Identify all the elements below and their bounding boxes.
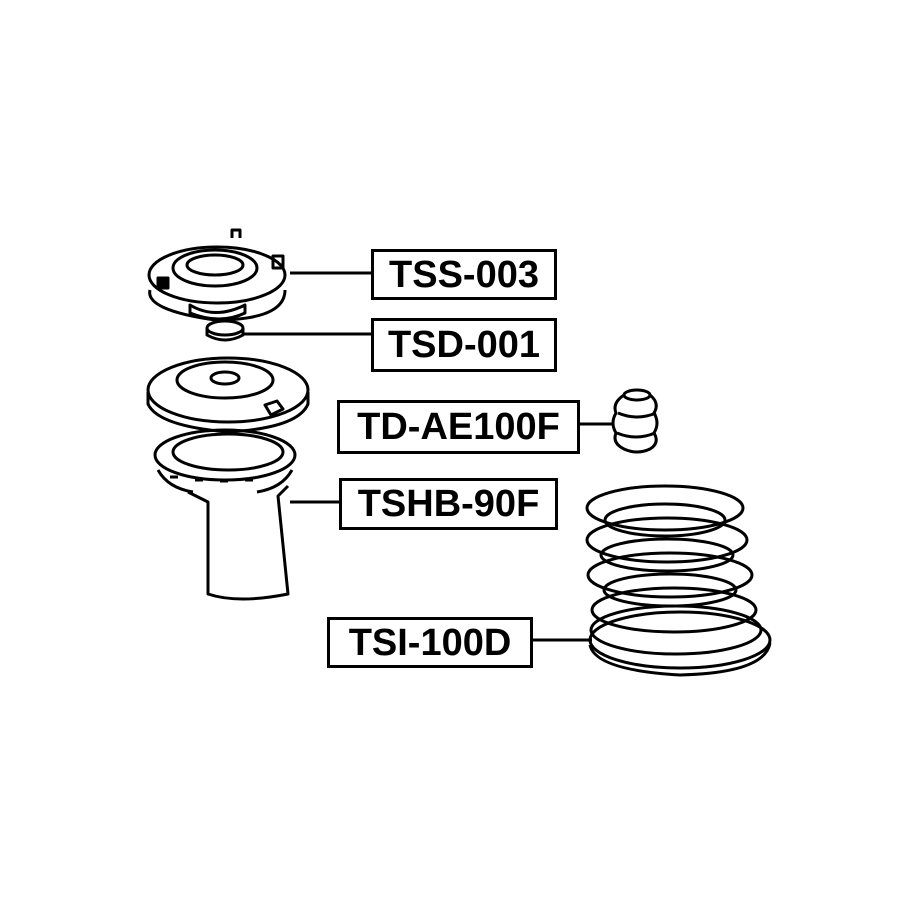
spring-seat-drawing — [146, 356, 310, 434]
part-label-td-ae100f: TD-AE100F — [337, 400, 580, 454]
bump-stop-drawing — [611, 388, 659, 454]
dust-boot-drawing — [153, 428, 297, 601]
part-label-tsd-001: TSD-001 — [371, 318, 557, 372]
spring-insulator-drawing — [585, 484, 772, 677]
bearing-drawing — [205, 319, 245, 342]
top-mount-drawing — [147, 228, 287, 322]
part-label-tss-003: TSS-003 — [371, 249, 557, 300]
part-label-tsi-100d: TSI-100D — [327, 617, 533, 668]
part-label-tshb-90f: TSHB-90F — [339, 478, 558, 530]
leader-lines — [243, 271, 612, 642]
